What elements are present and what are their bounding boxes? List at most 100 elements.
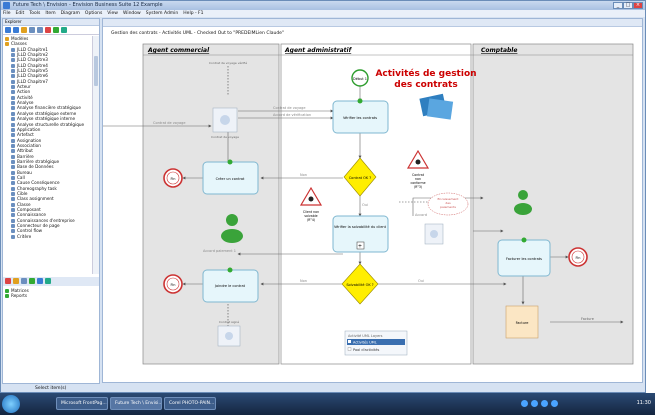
tree-item[interactable]: Classes	[3, 41, 93, 47]
maximize-button[interactable]: □	[623, 2, 633, 9]
layers-legend[interactable]: Activité UML Layers Activités UML Pool d…	[344, 330, 408, 356]
tree-item[interactable]: Artefact	[3, 132, 93, 138]
tree-item[interactable]: JLLD Chapitre3	[3, 57, 93, 63]
folder-icon[interactable]	[21, 27, 27, 33]
taskbar-item-frontpage[interactable]: Microsoft FrontPag...	[56, 397, 108, 410]
tree-item[interactable]: Activité	[3, 95, 93, 100]
tree-item[interactable]: Choreography task	[3, 186, 93, 191]
tree-item[interactable]: Base de Données	[3, 164, 93, 170]
tree-item[interactable]: Critère	[3, 234, 93, 239]
menu-options[interactable]: Options	[84, 11, 103, 16]
objective-cloud[interactable]: Encaissement des paiements	[427, 192, 469, 216]
tree-item[interactable]: Control flow	[3, 228, 93, 234]
tree-item[interactable]: Analyse structurelle stratégique	[3, 122, 93, 127]
tree-item[interactable]: Cause Conséquence	[3, 180, 93, 186]
tree-item[interactable]: Analyse	[3, 100, 93, 106]
grid-icon[interactable]	[21, 278, 27, 284]
tree-item[interactable]: Reports	[5, 293, 29, 299]
tree-item[interactable]: JLLD Chapitre6	[3, 73, 93, 79]
stop-icon[interactable]	[5, 278, 11, 284]
tree-item[interactable]: Cible	[3, 191, 93, 196]
end-event-3[interactable]: Fin	[568, 247, 588, 267]
menu-window[interactable]: Window	[122, 11, 141, 16]
gateway-solvabilite-ok[interactable]: Solvabilité OK ?	[341, 263, 379, 305]
tree-item[interactable]: Attribut	[3, 148, 93, 154]
scroll-thumb[interactable]	[94, 56, 98, 86]
explorer-tab[interactable]: Explorer	[3, 19, 99, 26]
tree-item[interactable]: Connaissance	[3, 212, 93, 218]
tree-item[interactable]: Class assignment	[3, 196, 93, 202]
task-verifier-contrats[interactable]: Vérifier les contrats	[332, 98, 389, 134]
tree-item[interactable]: Connaissances d'entreprise	[3, 218, 93, 223]
tree-item[interactable]: Acteur	[3, 84, 93, 90]
delete-icon[interactable]	[45, 27, 51, 33]
tree-item[interactable]: JLLD Chapitre2	[3, 52, 93, 58]
folder-open-icon[interactable]	[13, 278, 19, 284]
start-event[interactable]	[351, 69, 369, 87]
end-event-2[interactable]: Fin	[163, 274, 183, 294]
risk-client-non-solvable[interactable]: Client non solvable (R°4)	[299, 186, 323, 222]
tree-item[interactable]: Assignation	[3, 138, 93, 143]
menu-help[interactable]: Help - F1	[183, 11, 204, 16]
tree-item[interactable]: Matrices	[5, 288, 29, 293]
tree-item[interactable]: Bureau	[3, 170, 93, 175]
menu-diagram[interactable]: Diagram	[60, 11, 80, 16]
diagram-canvas[interactable]: Agent commercial Agent administratif Com…	[103, 26, 642, 382]
plus-icon[interactable]	[29, 278, 35, 284]
tree-item[interactable]: Modèles	[3, 36, 93, 41]
task-facturer-contrats[interactable]: Facturer les contrats	[497, 237, 551, 277]
tree-item[interactable]: Barrière	[3, 154, 93, 159]
gateway-contrat-ok[interactable]: Contrat OK ?	[343, 157, 377, 197]
item-type-icon	[11, 191, 15, 196]
tree-item[interactable]: Analyse stratégique externe	[3, 111, 93, 116]
add-icon[interactable]	[53, 27, 59, 33]
refresh-icon[interactable]	[61, 27, 67, 33]
start-button[interactable]	[2, 395, 20, 413]
back-icon[interactable]	[5, 27, 11, 33]
minimize-button[interactable]: _	[613, 2, 623, 9]
tree-item[interactable]: JLLD Chapitre5	[3, 68, 93, 74]
tray-icon[interactable]	[531, 400, 538, 407]
tray-icon[interactable]	[541, 400, 548, 407]
forward-icon[interactable]	[13, 27, 19, 33]
tree-item[interactable]: Association	[3, 143, 93, 148]
document-solvabilite[interactable]	[424, 223, 444, 245]
task-verifier-solvabilite[interactable]: + Vérifier la solvabilité du client	[332, 215, 389, 253]
tree-item[interactable]: Analyse stratégique interne	[3, 116, 93, 122]
menu-system-admin[interactable]: System Admin	[145, 11, 179, 16]
menu-edit[interactable]: Edit	[15, 11, 25, 16]
list-icon[interactable]	[37, 27, 43, 33]
tree-item[interactable]: Connecteur de page	[3, 223, 93, 229]
arrow-icon[interactable]	[37, 278, 43, 284]
menu-view[interactable]: View	[107, 11, 118, 16]
tray-icon[interactable]	[551, 400, 558, 407]
document-contrat-signe[interactable]: Contrat signé	[217, 320, 241, 347]
tree-item[interactable]: JLLD Chapitre4	[3, 63, 93, 68]
close-button[interactable]: ×	[633, 2, 643, 9]
sync-icon[interactable]	[45, 278, 51, 284]
tree-item[interactable]: JLLD Chapitre7	[3, 79, 93, 84]
tree-item[interactable]: JLLD Chapitre1	[3, 47, 93, 52]
taskbar-item-corel[interactable]: Corel PHOTO-PAIN...	[164, 397, 216, 410]
menu-item[interactable]: Item	[45, 11, 56, 16]
tree-icon[interactable]	[29, 27, 35, 33]
tree-item[interactable]: Application	[3, 127, 93, 132]
tree-item[interactable]: Composant	[3, 207, 93, 212]
task-creer-contrat[interactable]: Créer un contrat	[202, 159, 259, 195]
document-facture[interactable]: Facture	[505, 305, 539, 339]
menu-file[interactable]: File	[3, 11, 11, 16]
end-event-1[interactable]: Fin	[163, 168, 183, 188]
tray-icon[interactable]	[521, 400, 528, 407]
tree-item[interactable]: Analyse financière stratégique	[3, 105, 93, 111]
tree-item[interactable]: Barrière stratégique	[3, 159, 93, 164]
document-contrat-voyage[interactable]: Contrat de voyage	[211, 107, 239, 139]
tree-scrollbar[interactable]	[92, 36, 99, 274]
task-joindre-contrat[interactable]: Joindre le contrat	[202, 267, 259, 303]
tree-item[interactable]: Classe	[3, 202, 93, 207]
menu-tools[interactable]: Tools	[29, 11, 41, 16]
tree-item[interactable]: Call	[3, 175, 93, 180]
taskbar-item-envision[interactable]: Future Tech \ Envisi...	[110, 397, 162, 410]
tree-item[interactable]: Action	[3, 89, 93, 95]
diagram-tab[interactable]: Gestion des contrats - Activités UML - C…	[103, 19, 642, 36]
risk-contrat-non-conforme[interactable]: Contrat non conforme (R°3)	[406, 149, 430, 189]
